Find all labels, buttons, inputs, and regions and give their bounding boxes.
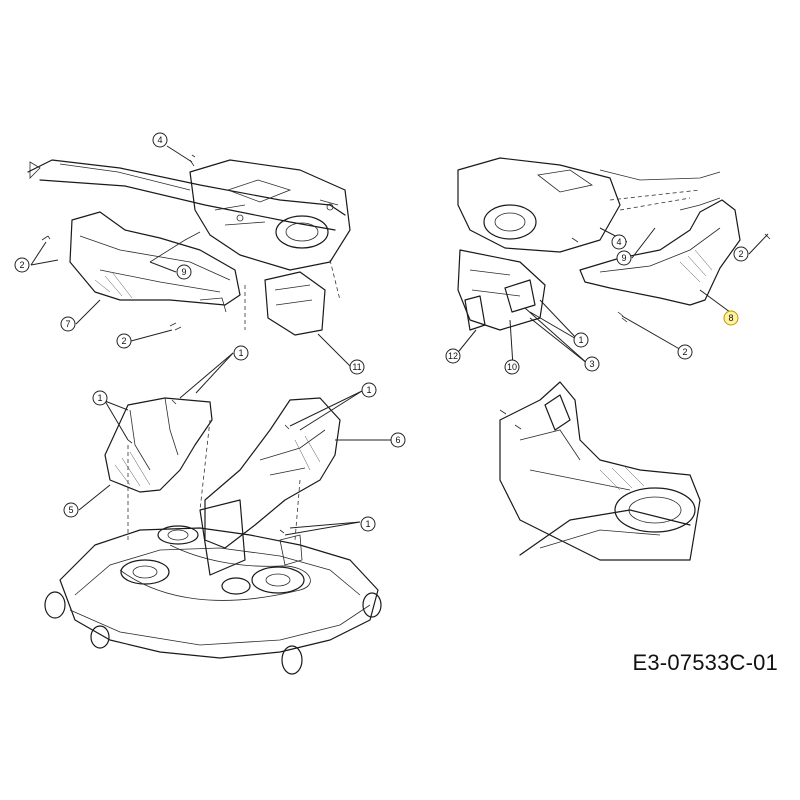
- callout-3: 3: [584, 356, 600, 372]
- svg-text:2: 2: [738, 249, 743, 259]
- svg-text:12: 12: [448, 351, 458, 361]
- callout-2-right-lower: 2: [677, 344, 693, 360]
- frame-detail-view: [499, 381, 701, 561]
- callout-8-highlighted: 8: [723, 310, 739, 326]
- svg-text:6: 6: [395, 435, 400, 445]
- svg-text:10: 10: [507, 362, 517, 372]
- callout-5: 5: [63, 502, 79, 518]
- svg-text:3: 3: [589, 359, 594, 369]
- svg-text:9: 9: [621, 253, 626, 263]
- svg-text:2: 2: [19, 260, 24, 270]
- callout-4-top-left: 4: [152, 132, 168, 148]
- callout-9-right: 9: [616, 250, 632, 266]
- leader-lines: [30, 145, 769, 536]
- callout-2-left-lower: 2: [116, 333, 132, 349]
- svg-text:4: 4: [616, 237, 621, 247]
- top-right-assembly: [457, 157, 771, 331]
- callout-1-a: 1: [233, 345, 249, 361]
- callout-2-left-upper: 2: [14, 257, 30, 273]
- svg-text:1: 1: [97, 393, 102, 403]
- drawing-number: E3-07533C-01: [632, 650, 778, 675]
- callout-2-right-upper: 2: [733, 246, 749, 262]
- top-left-assembly: [27, 154, 351, 336]
- svg-text:5: 5: [68, 505, 73, 515]
- svg-text:11: 11: [352, 362, 361, 372]
- callout-12: 12: [445, 348, 461, 364]
- callout-1-c: 1: [92, 390, 108, 406]
- svg-text:7: 7: [65, 319, 70, 329]
- callout-11: 11: [349, 359, 365, 375]
- callouts: 4 2 9 7 2 11 1 1 1 6 5 1 4 9 2 8 12 1 2 …: [14, 132, 749, 532]
- svg-text:2: 2: [682, 347, 687, 357]
- mower-deck-assembly: [44, 397, 382, 675]
- svg-text:1: 1: [578, 335, 583, 345]
- callout-1-right: 1: [573, 332, 589, 348]
- callout-10: 10: [504, 359, 520, 375]
- callout-6: 6: [390, 432, 406, 448]
- callout-9-left: 9: [176, 264, 192, 280]
- svg-text:1: 1: [365, 519, 370, 529]
- callout-1-b: 1: [361, 382, 377, 398]
- callout-7: 7: [60, 316, 76, 332]
- svg-text:1: 1: [366, 385, 371, 395]
- svg-text:4: 4: [157, 135, 162, 145]
- svg-text:1: 1: [238, 348, 243, 358]
- svg-text:9: 9: [181, 267, 186, 277]
- callout-1-d: 1: [360, 516, 376, 532]
- svg-text:2: 2: [121, 336, 126, 346]
- callout-4-right: 4: [611, 234, 627, 250]
- svg-text:8: 8: [728, 313, 733, 323]
